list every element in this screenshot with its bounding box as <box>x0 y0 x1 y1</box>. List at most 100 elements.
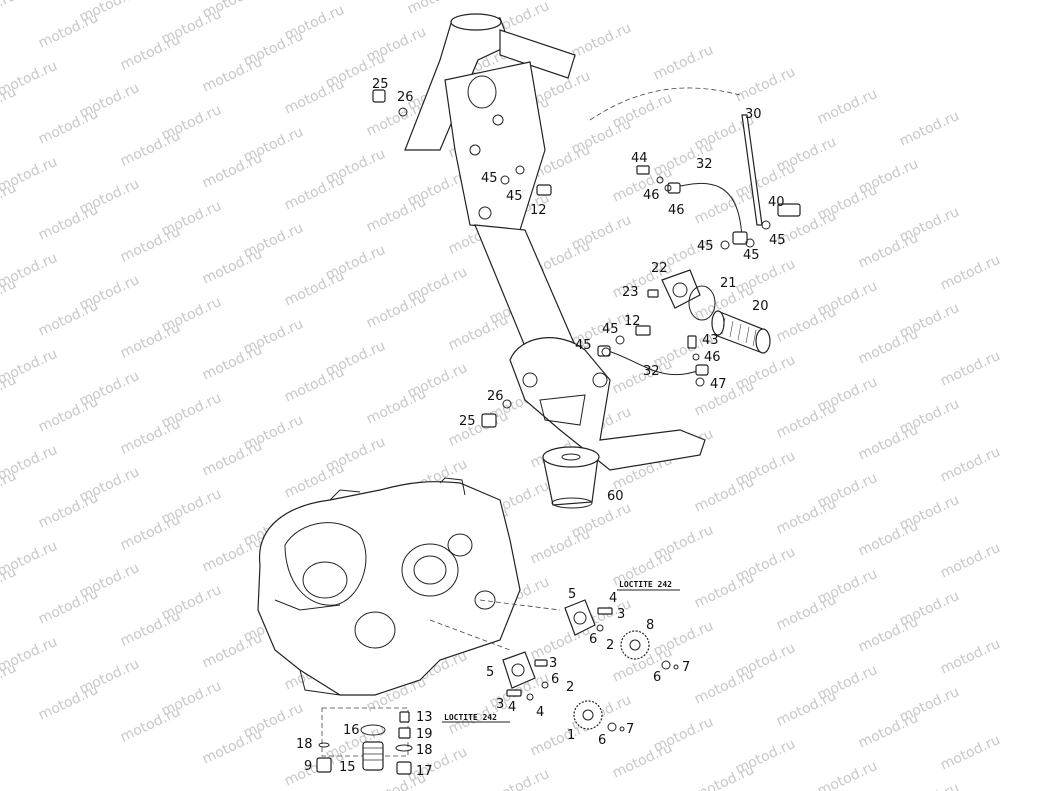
watermark-text: motod.ru <box>856 710 921 752</box>
callout-20: 20 <box>752 299 769 314</box>
callout-2: 2 <box>606 638 614 653</box>
callout-45: 45 <box>575 338 592 353</box>
watermark-text: motod.ru <box>200 342 265 384</box>
callout-46: 46 <box>704 350 721 365</box>
watermark-text: motod.ru <box>36 202 101 244</box>
callout-labels: 25 26 30 44 32 46 46 45 45 12 40 45 45 4… <box>296 77 786 779</box>
callout-2: 2 <box>566 680 574 695</box>
callout-45: 45 <box>506 189 523 204</box>
loctite-note-upper: LOCTITE 242 <box>619 580 672 589</box>
callout-44: 44 <box>631 151 648 166</box>
watermark-text: motod.ru <box>897 780 962 791</box>
callout-22: 22 <box>651 261 668 276</box>
callout-21: 21 <box>720 276 737 291</box>
callout-12: 12 <box>530 203 547 218</box>
watermark-text: motod.ru <box>856 518 921 560</box>
watermark-text: motod.ru <box>36 298 101 340</box>
callout-43: 43 <box>702 333 719 348</box>
watermark-text: motod.ru <box>651 42 716 84</box>
callout-15: 15 <box>339 760 356 775</box>
watermark-text: motod.ru <box>36 682 101 724</box>
watermark-text: motod.ru <box>938 636 1003 678</box>
drain-parts <box>316 707 413 775</box>
watermark-text: motod.ru <box>856 614 921 656</box>
watermark-text: motod.ru <box>118 512 183 554</box>
watermark-text: motod.ru <box>282 748 347 790</box>
callout-45: 45 <box>743 248 760 263</box>
lower-fasteners <box>481 399 512 428</box>
watermark-text: motod.ru <box>446 312 511 354</box>
callout-26: 26 <box>487 389 504 404</box>
callout-9: 9 <box>304 759 312 774</box>
watermark-text: motod.ru <box>36 490 101 532</box>
watermark-text: motod.ru <box>856 230 921 272</box>
watermark-text: motod.ru <box>200 630 265 672</box>
watermark-text: motod.ru <box>774 592 839 634</box>
callout-32: 32 <box>643 364 660 379</box>
callout-6: 6 <box>551 672 559 687</box>
callout-12: 12 <box>624 314 641 329</box>
watermark-text: motod.ru <box>692 186 757 228</box>
watermark-text: motod.ru <box>118 416 183 458</box>
watermark-text: motod.ru <box>446 408 511 450</box>
watermark-text: motod.ru <box>815 758 880 791</box>
watermark-text: motod.ru <box>733 64 798 106</box>
watermark-text: motod.ru <box>282 172 347 214</box>
callout-40: 40 <box>768 195 785 210</box>
callout-1: 1 <box>567 728 575 743</box>
watermark-text: motod.ru <box>282 460 347 502</box>
watermark-text: motod.ru <box>200 246 265 288</box>
watermark-text: motod.ru <box>282 364 347 406</box>
callout-32: 32 <box>696 157 713 172</box>
callout-60: 60 <box>607 489 624 504</box>
watermark-text: motod.ru <box>569 20 634 62</box>
watermark-text: motod.ru <box>405 0 470 18</box>
watermark-text: motod.ru <box>938 540 1003 582</box>
watermark-text: motod.ru <box>692 762 757 791</box>
watermark-text: motod.ru <box>856 422 921 464</box>
watermark-text: motod.ru <box>774 688 839 730</box>
watermark-text: motod.ru <box>118 320 183 362</box>
watermark-text: motod.ru <box>118 32 183 74</box>
callout-3: 3 <box>549 656 557 671</box>
callout-46: 46 <box>643 188 660 203</box>
callout-4: 4 <box>536 705 544 720</box>
callout-5: 5 <box>486 665 494 680</box>
oil-filter-group <box>601 269 771 387</box>
watermark-text: motod.ru <box>36 586 101 628</box>
watermark-text: motod.ru <box>610 740 675 782</box>
watermark-text: motod.ru <box>36 394 101 436</box>
callout-23: 23 <box>622 285 639 300</box>
callout-16: 16 <box>343 723 360 738</box>
callout-7: 7 <box>626 722 634 737</box>
watermark-text: motod.ru <box>36 106 101 148</box>
callout-17: 17 <box>416 764 433 779</box>
watermark-text: motod.ru <box>364 290 429 332</box>
callout-8: 8 <box>646 618 654 633</box>
watermark-text: motod.ru <box>692 666 757 708</box>
callout-45: 45 <box>602 322 619 337</box>
watermark-text: motod.ru <box>528 526 593 568</box>
watermark-text: motod.ru <box>938 444 1003 486</box>
oil-lines <box>597 114 763 376</box>
watermark-text: motod.ru <box>200 534 265 576</box>
watermark-text: motod.ru <box>692 474 757 516</box>
watermark-text: motod.ru <box>118 224 183 266</box>
callout-7: 7 <box>682 660 690 675</box>
callout-45: 45 <box>481 171 498 186</box>
callout-4: 4 <box>508 700 516 715</box>
callout-30: 30 <box>745 107 762 122</box>
callout-47: 47 <box>710 377 727 392</box>
watermark-text: motod.ru <box>897 108 962 150</box>
callout-13: 13 <box>416 710 433 725</box>
watermark-text: motod.ru <box>200 438 265 480</box>
callout-5: 5 <box>568 587 576 602</box>
top-fasteners <box>372 89 801 250</box>
watermark-text: motod.ru <box>692 570 757 612</box>
callout-25: 25 <box>459 414 476 429</box>
frame-oil-tank <box>404 13 741 471</box>
watermark-text: motod.ru <box>938 252 1003 294</box>
callout-19: 19 <box>416 727 433 742</box>
callout-45: 45 <box>769 233 786 248</box>
